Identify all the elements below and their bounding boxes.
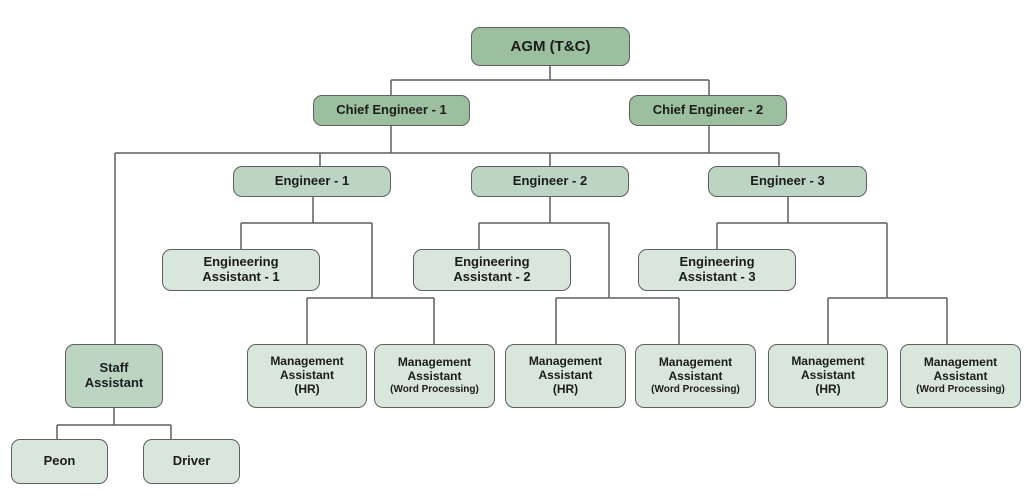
node-label-line1: Management: [658, 355, 733, 370]
node-management-assistant-hr-2: Management Assistant (HR): [505, 344, 626, 408]
node-label-line2: Assistant - 3: [678, 269, 756, 284]
node-label: Peon: [43, 453, 76, 469]
node-label: Driver: [172, 453, 211, 469]
node-label: Chief Engineer - 1: [336, 102, 447, 118]
node-label-line1: Management: [791, 354, 865, 369]
node-label: Engineer - 1: [274, 173, 350, 189]
node-chief-engineer-2: Chief Engineer - 2: [629, 95, 787, 126]
node-label-line2: Assistant: [279, 368, 335, 383]
node-management-assistant-wp-3: Management Assistant (Word Processing): [900, 344, 1021, 408]
connector-agm-chiefs: [390, 66, 710, 96]
node-label-line3: (Word Processing): [651, 384, 740, 396]
node-management-assistant-wp-2: Management Assistant (Word Processing): [635, 344, 756, 408]
node-label-line3: (Word Processing): [916, 384, 1005, 396]
node-label-line2: Assistant: [933, 369, 988, 384]
node-label-line3: (HR): [294, 381, 320, 396]
node-management-assistant-hr-1: Management Assistant (HR): [247, 344, 367, 408]
node-label: Engineer - 3: [750, 173, 825, 189]
node-label: Chief Engineer - 2: [652, 102, 764, 118]
node-engineering-assistant-3: Engineering Assistant - 3: [638, 249, 796, 291]
node-label-line1: Engineering: [679, 254, 755, 270]
node-label-line1: Management: [923, 355, 998, 370]
node-label-line3: (HR): [815, 381, 841, 396]
node-label: Engineer - 2: [512, 173, 588, 189]
node-label-line1: Engineering: [203, 254, 279, 270]
node-agm: AGM (T&C): [471, 27, 630, 66]
node-label-line1: Staff: [99, 360, 129, 376]
node-label-line1: Management: [397, 355, 472, 370]
node-label-line1: Engineering: [454, 254, 530, 270]
node-engineering-assistant-1: Engineering Assistant - 1: [162, 249, 320, 291]
node-label: AGM (T&C): [510, 37, 591, 55]
node-chief-engineer-1: Chief Engineer - 1: [313, 95, 470, 126]
node-engineer-1: Engineer - 1: [233, 166, 391, 197]
node-driver: Driver: [143, 439, 240, 484]
node-engineering-assistant-2: Engineering Assistant - 2: [413, 249, 571, 291]
connector-staff-team: [56, 407, 172, 440]
node-label-line3: (Word Processing): [390, 384, 479, 396]
node-staff-assistant: Staff Assistant: [65, 344, 163, 408]
node-label-line3: (HR): [552, 381, 579, 396]
connector-chiefs-bus: [115, 125, 779, 154]
node-label-line1: Management: [270, 354, 344, 369]
node-label-line2: Assistant - 1: [202, 269, 280, 284]
node-label-line2: Assistant: [407, 369, 462, 384]
node-management-assistant-wp-1: Management Assistant (Word Processing): [374, 344, 495, 408]
node-label-line1: Management: [528, 354, 603, 369]
node-label-line2: Assistant: [84, 375, 144, 390]
node-management-assistant-hr-3: Management Assistant (HR): [768, 344, 888, 408]
node-label-line2: Assistant: [538, 368, 593, 383]
connector-bus-engineers: [319, 153, 780, 167]
node-label-line2: Assistant: [800, 368, 856, 383]
node-label-line2: Assistant - 2: [453, 269, 531, 284]
connector-engineer-2: [478, 196, 680, 345]
node-engineer-3: Engineer - 3: [708, 166, 867, 197]
connector-engineer-1: [240, 196, 435, 345]
connector-engineer-3: [716, 196, 948, 345]
node-label-line2: Assistant: [668, 369, 723, 384]
node-peon: Peon: [11, 439, 108, 484]
node-engineer-2: Engineer - 2: [471, 166, 629, 197]
